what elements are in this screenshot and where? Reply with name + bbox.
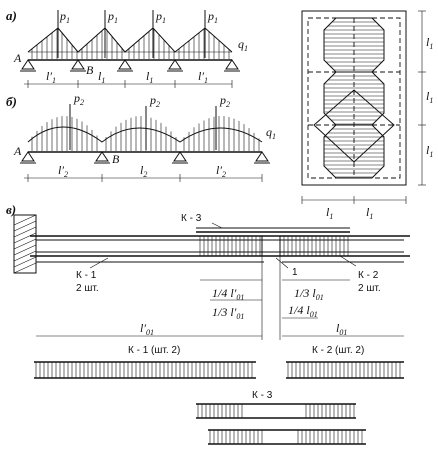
support-b-0 [21, 151, 35, 162]
support-label-A-b: A [13, 144, 22, 158]
label-a: а) [6, 8, 17, 23]
load-p2-label: p2 [149, 93, 160, 109]
cage-k3-title: К - 3 [252, 390, 273, 401]
plan-width-label: l1 [366, 205, 373, 221]
support-label-B-b: B [112, 152, 120, 166]
dim-third-l01: 1/3 l01 [294, 286, 324, 302]
load-p1-label: p1 [59, 9, 70, 25]
cage-k1 [34, 361, 256, 379]
support-b-2 [173, 151, 187, 162]
span-label-a: l1 [98, 69, 105, 85]
k1-count: 2 шт. [76, 283, 99, 294]
load-p2-label: p2 [73, 91, 84, 107]
support-b-3 [255, 151, 269, 162]
span-label-a: l1 [146, 69, 153, 85]
dim-third-l01-prime: 1/3 l′01 [212, 305, 244, 321]
span-label-a: l′1 [198, 69, 208, 85]
support-b-1 [95, 151, 109, 162]
plan-span-label: l1 [426, 35, 433, 51]
span-label-b: l′2 [58, 163, 68, 179]
dim-quarter-l01-prime: 1/4 l′01 [212, 286, 244, 302]
support-label-A: A [13, 51, 22, 65]
support-a-4 [225, 59, 239, 70]
dim-l01-prime: l′01 [140, 321, 154, 337]
k3-top-label: К - 3 [181, 213, 202, 224]
k1-label: К - 1 [76, 270, 97, 281]
cage-k2-title: К - 2 (шт. 2) [312, 345, 364, 356]
support-a-2 [118, 59, 132, 70]
dim-l01: l01 [336, 321, 347, 337]
plan-view [301, 10, 423, 201]
cage-k2 [286, 361, 404, 379]
cage-k1-title: К - 1 (шт. 2) [128, 345, 180, 356]
diagram-a [20, 10, 240, 85]
load-q1-label-b: q1 [266, 125, 276, 141]
k2-label: К - 2 [358, 270, 379, 281]
k2-count: 2 шт. [358, 283, 381, 294]
label-b: б) [6, 94, 17, 109]
mark-1: 1 [292, 267, 298, 278]
detail-v [13, 214, 410, 340]
cage-k3-upper [196, 403, 356, 419]
support-label-B: B [86, 63, 94, 77]
load-p2-label: p2 [219, 93, 230, 109]
plan-width-label: l1 [326, 205, 333, 221]
load-q1-label: q1 [238, 37, 248, 53]
diagram-b [20, 116, 270, 179]
cage-k3-lower [208, 429, 366, 445]
support-a-1 [71, 59, 85, 70]
load-p1-label: p1 [107, 9, 118, 25]
load-p1-label: p1 [207, 9, 218, 25]
support-a-3 [168, 59, 182, 70]
span-label-b: l2 [140, 163, 147, 179]
span-label-a: l′1 [46, 69, 56, 85]
plan-span-label: l1 [426, 89, 433, 105]
load-p1-label: p1 [155, 9, 166, 25]
plan-span-label: l1 [426, 143, 433, 159]
dim-quarter-l01: 1/4 l01 [288, 303, 318, 319]
span-label-b: l′2 [216, 163, 226, 179]
support-a-0 [21, 59, 35, 70]
label-v: в) [6, 202, 16, 217]
